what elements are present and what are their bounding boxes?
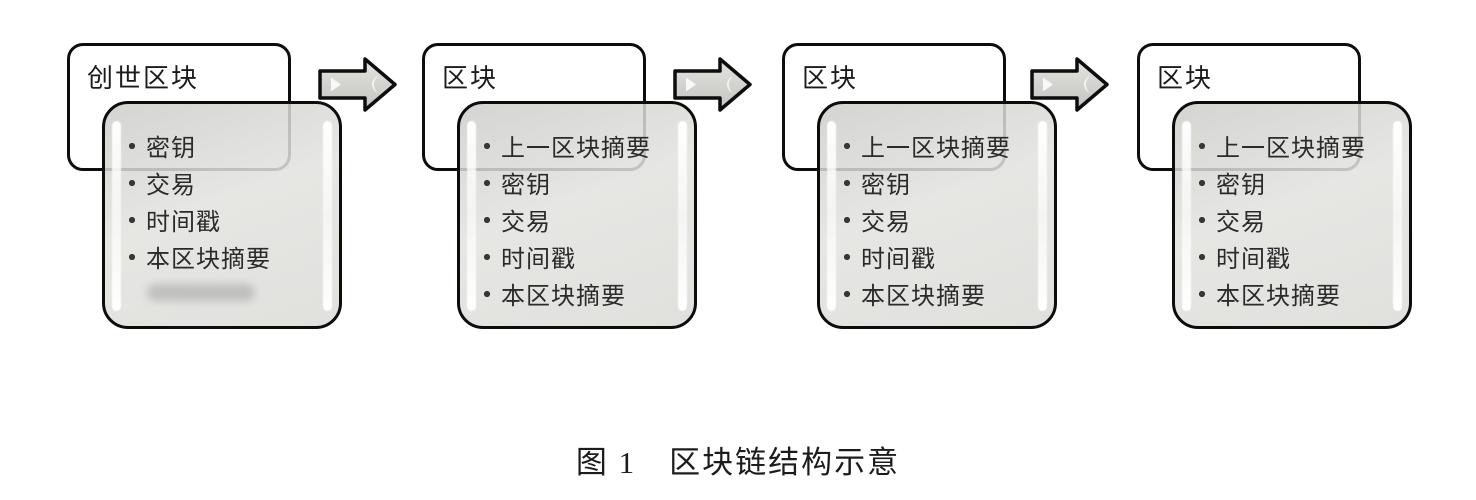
block-item: 本区块摘要 [1199,275,1401,312]
block-item-label: 上一区块摘要 [501,136,651,162]
block-item: 上一区块摘要 [484,127,686,164]
block-item-label: 本区块摘要 [1216,284,1341,310]
block-item: 密钥 [844,164,1046,201]
block-item-label: 时间戳 [501,247,576,273]
block-item: 交易 [484,201,686,238]
block-item: 本区块摘要 [129,238,331,275]
block-item-label: 交易 [861,210,911,236]
block-item-label: 时间戳 [1216,247,1291,273]
flow-arrow-right-icon [1030,57,1109,112]
block-item: 上一区块摘要 [844,127,1046,164]
gloss-highlight-right [1038,121,1047,311]
bullet-dot-icon [484,179,490,186]
gloss-highlight-left [112,121,121,311]
block-3: 区块 上一区块摘要密钥交易时间戳本区块摘要 [782,43,1082,343]
block-item: 密钥 [129,127,331,164]
bullet-dot-icon [484,290,490,297]
block-item: 密钥 [484,164,686,201]
block-item-label: 交易 [501,210,551,236]
block-item: 交易 [1199,201,1401,238]
bullet-dot-icon [129,142,135,149]
block-item-label: 本区块摘要 [501,284,626,310]
block-item: 交易 [129,164,331,201]
block-item: 时间戳 [484,238,686,275]
block-content-box: 密钥交易时间戳本区块摘要 [102,101,342,329]
block-title: 区块 [442,64,499,93]
gloss-highlight-right [1393,121,1402,311]
block-item-label: 密钥 [501,173,551,199]
block-4: 区块 上一区块摘要密钥交易时间戳本区块摘要 [1137,43,1437,343]
bullet-dot-icon [1199,253,1205,260]
block-item: 密钥 [1199,164,1401,201]
bullet-dot-icon [844,290,850,297]
block-item-label: 时间戳 [146,210,221,236]
block-item-label: 密钥 [1216,173,1266,199]
bullet-dot-icon [844,179,850,186]
bullet-dot-icon [484,216,490,223]
block-item-label: 上一区块摘要 [861,136,1011,162]
block-2: 区块 上一区块摘要密钥交易时间戳本区块摘要 [422,43,722,343]
block-content-box: 上一区块摘要密钥交易时间戳本区块摘要 [1172,101,1412,329]
bullet-dot-icon [484,142,490,149]
flow-arrow-right-icon [673,57,752,112]
bullet-dot-icon [1199,290,1205,297]
block-title: 创世区块 [87,64,200,93]
bullet-dot-icon [484,253,490,260]
bullet-dot-icon [844,216,850,223]
gloss-highlight-left [467,121,476,311]
block-item-label: 本区块摘要 [861,284,986,310]
flow-arrow-right-icon [318,57,397,112]
figure-caption: 图 1 区块链结构示意 [575,445,901,480]
block-item-list: 密钥交易时间戳本区块摘要 [105,104,339,275]
block-item-list: 上一区块摘要密钥交易时间戳本区块摘要 [1175,104,1409,312]
gloss-highlight-left [827,121,836,311]
block-content-box: 上一区块摘要密钥交易时间戳本区块摘要 [457,101,697,329]
bullet-dot-icon [1199,179,1205,186]
block-item: 时间戳 [1199,238,1401,275]
gloss-highlight-right [678,121,687,311]
bullet-dot-icon [1199,142,1205,149]
block-title: 区块 [1157,64,1214,93]
block-title: 区块 [802,64,859,93]
bullet-dot-icon [129,179,135,186]
bullet-dot-icon [129,253,135,260]
block-item-list: 上一区块摘要密钥交易时间戳本区块摘要 [460,104,694,312]
block-genesis: 创世区块 密钥交易时间戳本区块摘要 [67,43,367,343]
gloss-highlight-right [323,121,332,311]
block-item: 时间戳 [844,238,1046,275]
block-item-label: 交易 [146,173,196,199]
bullet-dot-icon [1199,216,1205,223]
block-item-label: 密钥 [146,136,196,162]
blurred-smudge-artifact [147,284,255,301]
gloss-highlight-left [1182,121,1191,311]
block-item-label: 交易 [1216,210,1266,236]
bullet-dot-icon [129,216,135,223]
block-item-label: 本区块摘要 [146,247,271,273]
block-item: 上一区块摘要 [1199,127,1401,164]
block-item-label: 密钥 [861,173,911,199]
block-item: 本区块摘要 [484,275,686,312]
block-item: 时间戳 [129,201,331,238]
block-item: 本区块摘要 [844,275,1046,312]
block-item-list: 上一区块摘要密钥交易时间戳本区块摘要 [820,104,1054,312]
block-item: 交易 [844,201,1046,238]
block-content-box: 上一区块摘要密钥交易时间戳本区块摘要 [817,101,1057,329]
block-item-label: 上一区块摘要 [1216,136,1366,162]
block-item-label: 时间戳 [861,247,936,273]
bullet-dot-icon [844,142,850,149]
bullet-dot-icon [844,253,850,260]
